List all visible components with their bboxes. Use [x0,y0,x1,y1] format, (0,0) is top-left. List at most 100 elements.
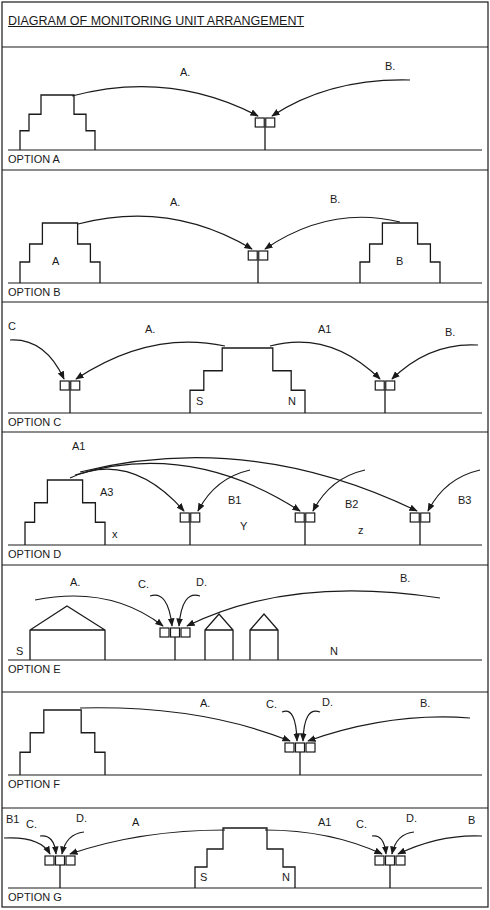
flow-label: S [196,395,203,407]
unit-pole [304,522,305,545]
silo-outline [250,614,278,660]
flow-label: B. [445,326,455,338]
silo-outline [205,614,233,660]
panel-divider [2,301,488,302]
flow-arrow [372,836,386,854]
panel-divider [2,46,488,47]
monitor-box [56,856,65,865]
panel-divider [2,431,488,432]
stepped-building [360,223,440,283]
flow-label: D. [322,696,333,708]
flow-arrow [70,469,184,511]
option-label: OPTION A [8,153,60,165]
flow-arrow [35,596,163,626]
flow-label: N [288,395,296,407]
monitor-box [181,628,190,637]
ground-line [8,544,482,545]
flow-label: A. [70,576,80,588]
ground-line [8,412,482,413]
flow-label: S [16,645,23,657]
flow-arrow [78,216,252,249]
panel-divider [2,564,488,565]
monitor-box [295,513,304,522]
stepped-building [20,95,95,150]
monitor-box [171,628,180,637]
flow-arrow [4,838,50,854]
unit-pole [299,752,300,775]
flow-label: C. [356,818,367,830]
flow-arrow [272,80,410,116]
flow-arrow [265,217,400,249]
flow-arrow [270,342,380,379]
monitor-box [71,381,80,390]
flow-label: B1 [228,494,241,506]
monitor-box [45,856,54,865]
unit-pole [389,865,390,888]
flow-label: A. [200,697,210,709]
flow-label: A. [145,323,155,335]
unit-pole [257,260,258,283]
unit-pole [264,127,265,150]
monitor-box [306,513,315,522]
unit-pole [59,865,60,888]
flow-label: B [396,255,403,267]
stepped-building [25,480,105,545]
monitor-box [255,118,264,127]
flow-arrow [187,591,440,626]
monitor-box [421,513,430,522]
flow-arrow [392,345,478,379]
flow-label: A1 [318,816,331,828]
flow-label: B [468,814,475,826]
flow-arrow [80,708,290,741]
monitor-box [386,856,395,865]
monitor-box [66,856,75,865]
monitor-box [285,743,294,752]
flow-label: D. [76,812,87,824]
monitor-box [191,513,200,522]
flow-label: Y [240,520,247,532]
ground-line [8,774,482,775]
flow-arrow [76,342,225,379]
flow-arrow [308,717,470,741]
flow-label: B. [385,60,395,72]
flow-arrow [75,463,300,511]
unit-pole [384,390,385,413]
panel-divider [2,807,488,808]
flow-label: C. [266,698,277,710]
ground-line [8,282,482,283]
flow-label: x [112,528,118,540]
monitor-box [248,251,257,260]
option-label: OPTION F [8,778,60,790]
stepped-building [195,828,295,888]
flow-label: z [358,524,364,536]
option-label: OPTION D [8,548,61,560]
flow-label: A. [180,66,190,78]
flow-arrow [150,595,172,626]
monitor-box [266,118,275,127]
flow-label: D. [196,576,207,588]
flow-label: B. [400,572,410,584]
flow-arrow [10,340,64,379]
stepped-building [20,710,105,775]
flow-label: B1 [6,813,19,825]
flow-label: A3 [100,486,113,498]
flow-arrow [282,711,297,741]
flow-label: B. [420,697,430,709]
monitor-box [410,513,419,522]
monitor-box [396,856,405,865]
flow-arrow [265,830,382,854]
flow-label: B3 [458,494,471,506]
flow-label: C [8,320,16,332]
flow-label: A1 [318,323,331,335]
option-label: OPTION E [8,663,61,675]
flow-label: A. [170,196,180,208]
house-outline [30,606,105,660]
flow-label: D. [406,812,417,824]
monitor-box [306,743,315,752]
flow-arrow [70,830,225,854]
option-label: OPTION G [8,891,62,903]
flow-arrow [198,470,250,511]
monitor-box [375,856,384,865]
